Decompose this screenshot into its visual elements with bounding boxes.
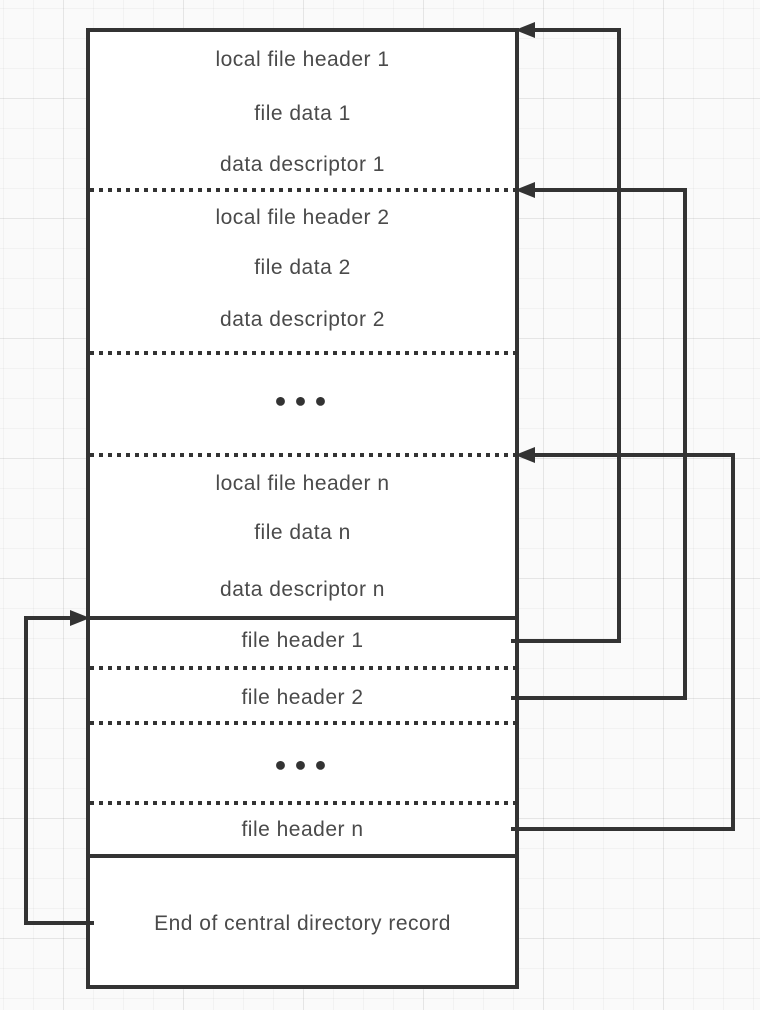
ellipsis-local-entries: ••• (272, 387, 333, 417)
label-local-file-header-1: local file header 1 (215, 48, 390, 71)
divider-dotted-ellipsis-fhn (90, 801, 515, 805)
label-file-header-n: file header n (241, 818, 364, 841)
arrow-fhn-horizontal-end (531, 453, 735, 457)
arrow-fh1-horizontal-end (531, 28, 621, 32)
arrow-fh2-horizontal-end (531, 188, 687, 192)
ellipsis-file-headers: ••• (272, 751, 333, 781)
arrow-eocd-horizontal-start (24, 921, 94, 925)
label-data-descriptor-2: data descriptor 2 (220, 308, 385, 331)
divider-dotted-entry1-entry2 (90, 188, 515, 192)
arrow-fh1-horizontal-start (511, 639, 621, 643)
label-data-descriptor-n: data descriptor n (220, 578, 385, 601)
divider-dotted-fh1-fh2 (90, 666, 515, 670)
label-file-header-1: file header 1 (241, 629, 364, 652)
divider-dotted-entry2-ellipsis (90, 351, 515, 355)
arrowhead-to-localheadern-icon (515, 447, 535, 463)
arrow-eocd-vertical (24, 616, 28, 925)
label-file-data-n: file data n (254, 521, 351, 544)
label-file-data-2: file data 2 (254, 256, 351, 279)
arrow-eocd-horizontal-end (24, 616, 72, 620)
label-data-descriptor-1: data descriptor 1 (220, 153, 385, 176)
arrow-fhn-vertical (731, 453, 735, 831)
label-local-file-header-2: local file header 2 (215, 206, 390, 229)
arrowhead-to-centraldirectory-icon (70, 610, 90, 626)
label-end-of-central-directory: End of central directory record (154, 912, 451, 935)
divider-solid-central-directory-start (90, 616, 515, 620)
arrow-fh2-horizontal-start (511, 696, 687, 700)
label-file-header-2: file header 2 (241, 686, 364, 709)
divider-dotted-fh2-ellipsis (90, 721, 515, 725)
divider-solid-end-record-start (90, 854, 515, 858)
label-file-data-1: file data 1 (254, 102, 351, 125)
divider-dotted-ellipsis-entryn (90, 453, 515, 457)
arrow-fh2-vertical (683, 188, 687, 700)
arrow-fh1-vertical (617, 28, 621, 643)
label-local-file-header-n: local file header n (215, 472, 390, 495)
arrowhead-to-localheader1-icon (515, 22, 535, 38)
arrowhead-to-localheader2-icon (515, 182, 535, 198)
arrow-fhn-horizontal-start (511, 827, 735, 831)
